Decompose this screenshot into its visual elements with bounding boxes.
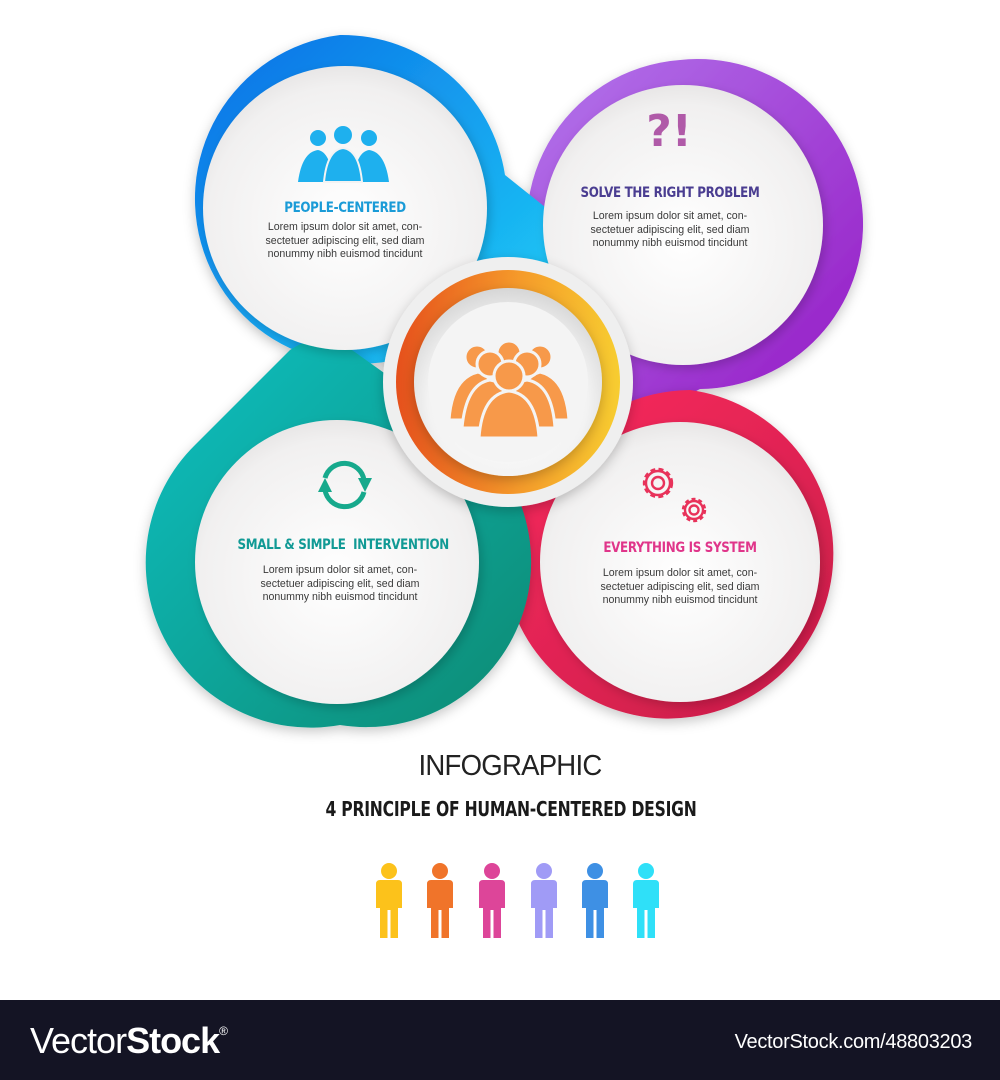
- panel-body: Lorem ipsum dolor sit amet, con- sectetu…: [265, 221, 425, 261]
- refresh-cycle-icon: [322, 460, 367, 510]
- person-icon: [427, 863, 453, 938]
- petal-shapes: ?!: [145, 34, 864, 728]
- disc-people-centered: [203, 66, 487, 350]
- panel-body: Lorem ipsum dolor sit amet, con- sectetu…: [260, 564, 420, 604]
- vectorstock-logo: VectorStock®: [30, 1020, 228, 1061]
- watermark-footer: VectorStock® VectorStock.com/48803203: [0, 1000, 1000, 1080]
- panel-title: PEOPLE-CENTERED: [284, 200, 406, 216]
- panel-body: Lorem ipsum dolor sit amet, con- sectetu…: [590, 210, 750, 250]
- infographic-subheading: 4 PRINCIPLE OF HUMAN-CENTERED DESIGN: [325, 797, 697, 821]
- panel-body: Lorem ipsum dolor sit amet, con- sectetu…: [600, 567, 760, 607]
- center-medallion: [383, 257, 633, 507]
- gears-icon: [642, 467, 707, 523]
- panel-title: SOLVE THE RIGHT PROBLEM: [580, 185, 760, 201]
- infographic-heading: INFOGRAPHIC: [418, 750, 603, 782]
- group-people-icon: [447, 339, 571, 440]
- three-people-icon: [298, 126, 389, 183]
- person-icon: [633, 863, 659, 938]
- person-icon: [531, 863, 557, 938]
- panel-small-simple-intervention: SMALL & SIMPLE INTERVENTION Lorem ipsum …: [215, 537, 465, 605]
- person-icon: [376, 863, 402, 938]
- question-exclamation-icon: ?!: [646, 106, 692, 157]
- panel-title: EVERYTHING IS SYSTEM: [603, 540, 757, 556]
- panel-title: SMALL & SIMPLE INTERVENTION: [237, 537, 450, 553]
- panel-everything-is-system: EVERYTHING IS SYSTEM Lorem ipsum dolor s…: [575, 540, 785, 608]
- infographic-diagram: ?! PEOPLE-CENTERED Lorem ipsum dolor sit…: [145, 34, 864, 728]
- image-url[interactable]: VectorStock.com/48803203: [734, 1031, 973, 1053]
- panel-solve-the-right-problem: SOLVE THE RIGHT PROBLEM Lorem ipsum dolo…: [560, 185, 780, 251]
- person-icon: [582, 863, 608, 938]
- panel-people-centered: PEOPLE-CENTERED Lorem ipsum dolor sit am…: [245, 200, 445, 262]
- disc-solve-the-right-problem: [543, 85, 823, 365]
- person-icon: [479, 863, 505, 938]
- disc-small-simple-intervention: [195, 420, 479, 704]
- disc-everything-is-system: [540, 422, 820, 702]
- people-row: [376, 863, 659, 938]
